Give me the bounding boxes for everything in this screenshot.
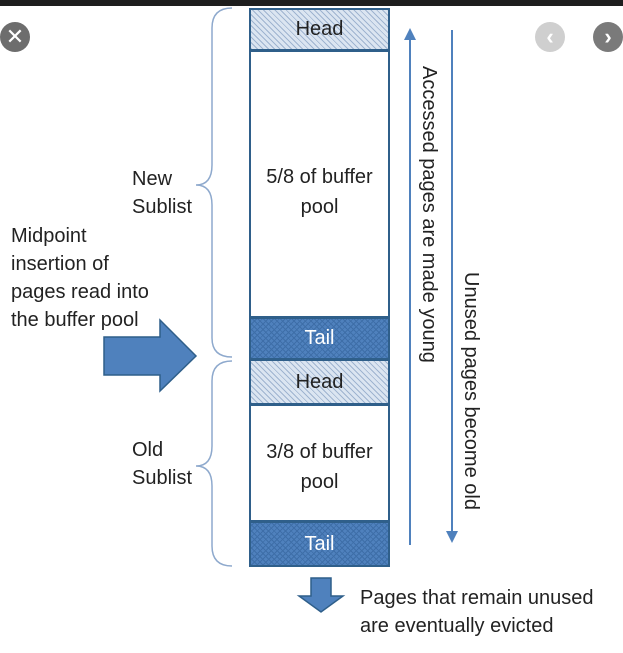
old-sublist-label: Old Sublist [132,436,192,492]
new-sublist-tail: Tail [249,317,390,360]
young-arrow-head [404,28,416,40]
eviction-line2: are eventually evicted [360,615,554,637]
accessed-pages-young-label: Accessed pages are made young [418,66,440,363]
old-body-line2: pool [300,471,339,493]
midpoint-insertion-arrow [103,318,198,393]
old-sublist-line2: Sublist [132,467,193,489]
old-sublist-brace [195,360,233,567]
old-sublist-body: 3/8 of buffer pool [249,404,390,522]
viewer-top-bar [0,0,623,6]
new-body-line1: 5/8 of buffer [266,166,373,188]
new-body-line2: pool [300,196,339,218]
old-body-line1: 3/8 of buffer [266,441,373,463]
old-sublist-head: Head [249,359,390,405]
new-sublist-body: 5/8 of buffer pool [249,50,390,318]
midpoint-line3: pages read into [11,281,149,303]
midpoint-line1: Midpoint [11,225,87,247]
eviction-arrow [296,577,346,613]
previous-image-button[interactable]: ‹ [535,22,565,52]
old-sublist-tail: Tail [249,521,390,567]
new-sublist-brace [195,7,233,358]
new-sublist-line1: New [132,168,173,190]
eviction-label: Pages that remain unused are eventually … [360,584,594,640]
eviction-line1: Pages that remain unused [360,587,594,609]
old-sublist-line1: Old [132,439,164,461]
close-icon[interactable]: ✕ [0,22,30,52]
new-sublist-head: Head [249,8,390,51]
midpoint-line4: the buffer pool [11,309,139,331]
new-sublist-line2: Sublist [132,196,193,218]
next-image-button[interactable]: › [593,22,623,52]
new-sublist-label: New Sublist [132,165,192,221]
old-arrow-head [446,531,458,543]
midpoint-line2: insertion of [11,253,109,275]
midpoint-insertion-label: Midpoint insertion of pages read into th… [11,222,149,334]
unused-pages-old-label: Unused pages become old [460,272,482,510]
